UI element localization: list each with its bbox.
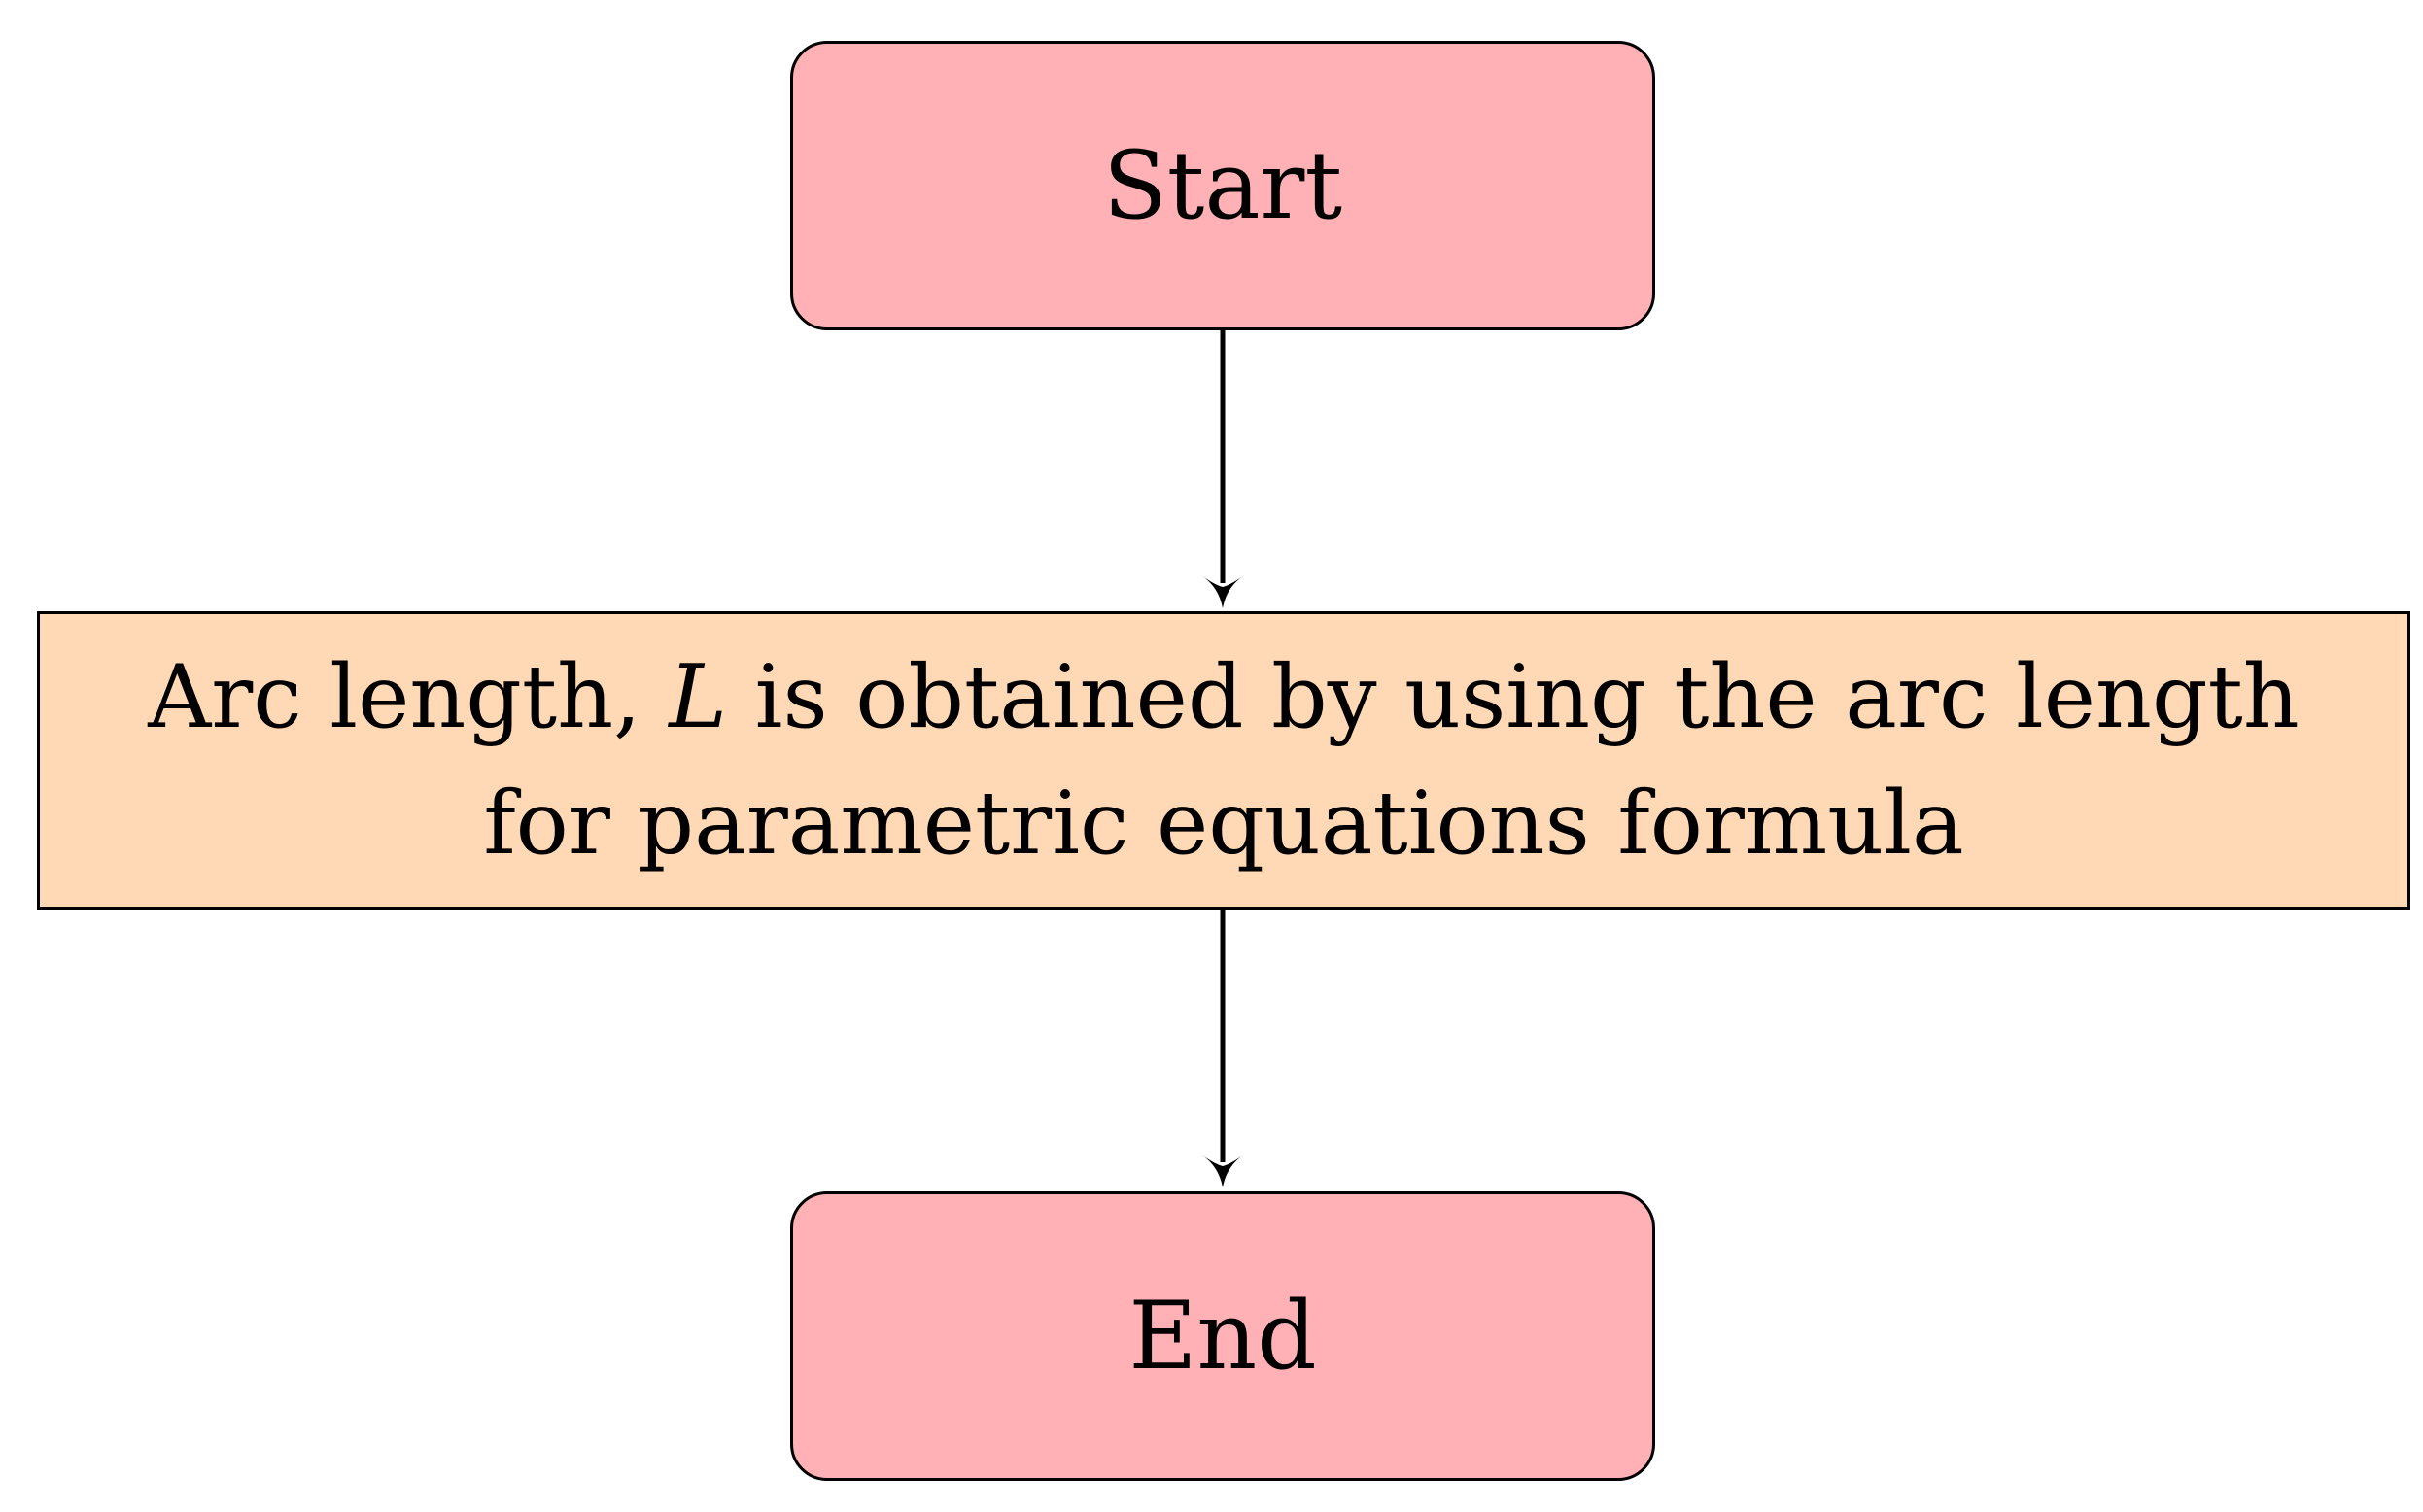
end-node-label: End: [1128, 1282, 1317, 1391]
arrow-process-to-end-head: [1201, 1154, 1244, 1187]
process-node-label: Arc length, L is obtained by using the a…: [40, 635, 2407, 887]
start-node-label: Start: [1102, 131, 1343, 240]
process-label-variable: L: [669, 645, 728, 748]
end-node: End: [790, 1191, 1655, 1481]
process-label-prefix: Arc length,: [148, 645, 670, 748]
process-label-suffix: is obtained by using the arc length for …: [483, 645, 2300, 875]
arrow-start-to-process-head: [1201, 575, 1244, 608]
process-node: Arc length, L is obtained by using the a…: [37, 611, 2410, 910]
start-node: Start: [790, 41, 1655, 330]
arrow-process-to-end: [1201, 910, 1244, 1187]
arrow-start-to-process: [1201, 330, 1244, 608]
